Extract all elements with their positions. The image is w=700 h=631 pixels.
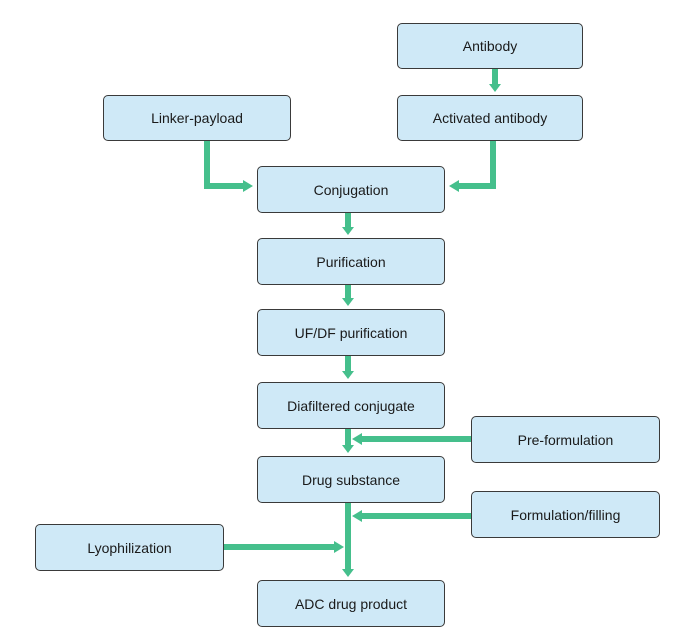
linker-payload-label: Linker-payload xyxy=(151,110,243,126)
arrow-linker-to-conjugation xyxy=(204,141,253,192)
linker-payload-box: Linker-payload xyxy=(103,95,291,141)
arrow-purification-to-ufdf xyxy=(342,285,354,306)
lyophilization-box: Lyophilization xyxy=(35,524,224,571)
arrow-formulation-to-main xyxy=(352,510,471,522)
formulation-filling-box: Formulation/filling xyxy=(471,491,660,538)
ufdf-purification-label: UF/DF purification xyxy=(294,324,408,341)
antibody-label: Antibody xyxy=(462,38,518,54)
adc-drug-product-box: ADC drug product xyxy=(257,580,445,627)
arrow-conjugation-to-purification xyxy=(342,213,354,235)
arrow-ufdf-to-diafiltered xyxy=(342,356,354,379)
antibody-box: Antibody xyxy=(397,23,583,69)
lyophilization-label: Lyophilization xyxy=(87,539,172,556)
arrow-lyophilization-to-main xyxy=(224,541,344,553)
purification-box: Purification xyxy=(257,238,445,285)
arrow-activated-to-conjugation xyxy=(449,141,496,192)
activated-antibody-label: Activated antibody xyxy=(432,110,548,126)
pre-formulation-label: Pre-formulation xyxy=(517,431,614,448)
diafiltered-conjugate-box: Diafiltered conjugate xyxy=(257,382,445,429)
formulation-filling-label: Formulation/filling xyxy=(510,506,621,523)
arrow-diafiltered-to-drug-substance xyxy=(342,429,354,453)
conjugation-label: Conjugation xyxy=(313,181,389,198)
arrow-antibody-to-activated xyxy=(489,69,501,92)
arrow-drug-substance-to-adc xyxy=(342,503,354,577)
arrow-preformulation-to-main xyxy=(352,433,471,445)
adc-drug-product-label: ADC drug product xyxy=(294,595,408,612)
ufdf-purification-box: UF/DF purification xyxy=(257,309,445,356)
purification-label: Purification xyxy=(316,253,386,270)
conjugation-box: Conjugation xyxy=(257,166,445,213)
diafiltered-conjugate-label: Diafiltered conjugate xyxy=(287,397,415,414)
drug-substance-box: Drug substance xyxy=(257,456,445,503)
activated-antibody-box: Activated antibody xyxy=(397,95,583,141)
pre-formulation-box: Pre-formulation xyxy=(471,416,660,463)
drug-substance-label: Drug substance xyxy=(301,471,401,488)
